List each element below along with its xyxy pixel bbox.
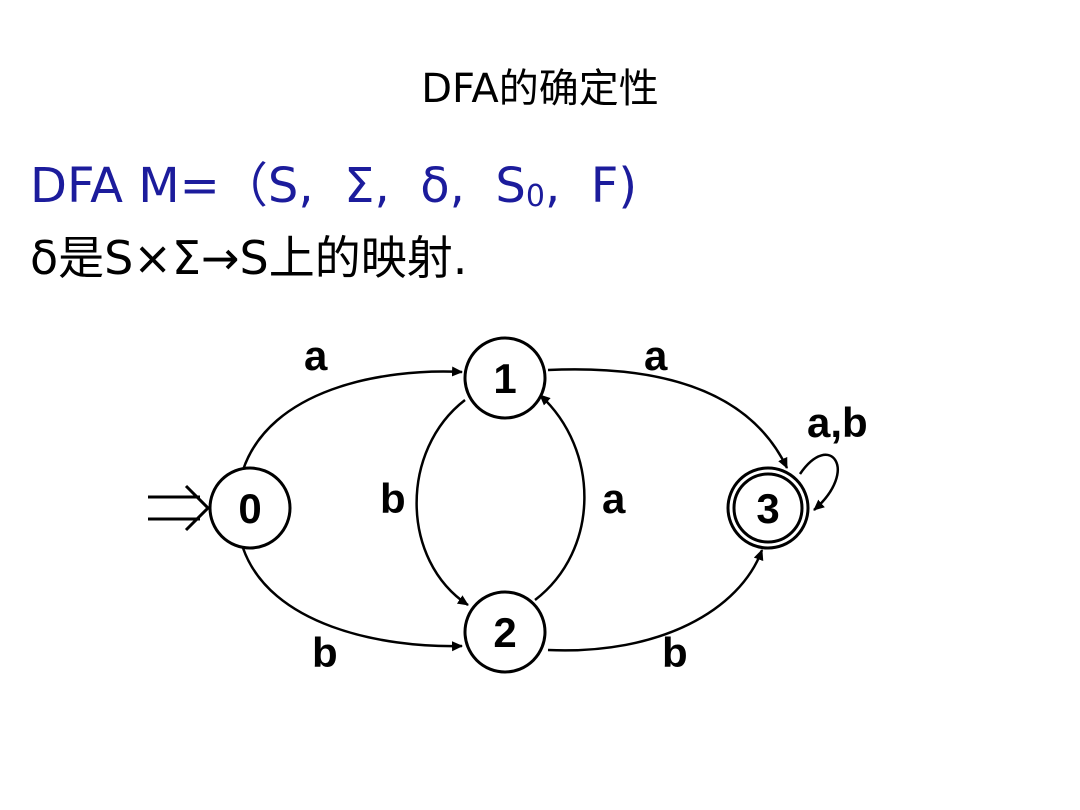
edge-label: a,b	[807, 399, 868, 446]
edge-2-3	[547, 549, 764, 652]
edge-3-3	[798, 453, 839, 511]
state-2: 2	[463, 590, 547, 674]
state-label: 0	[238, 485, 261, 532]
dfa-definition: DFA M=（S, Σ, δ, S0, F)	[30, 146, 637, 216]
edge-1-2	[415, 399, 469, 607]
state-label: 1	[493, 355, 516, 402]
edge-label: b	[662, 629, 688, 676]
edge-0-1	[241, 366, 463, 471]
edge-label: a	[304, 332, 328, 379]
edge-0-2	[241, 547, 463, 652]
state-label: 3	[756, 485, 779, 532]
edge-label: b	[312, 629, 338, 676]
edge-label: a	[644, 332, 668, 379]
slide-title: DFA的确定性	[421, 66, 659, 112]
edge-2-1	[534, 394, 586, 601]
edge-label: a	[602, 475, 626, 522]
mapping-statement: δ是S×Σ→S上的映射.	[30, 231, 468, 285]
state-label: 2	[493, 609, 516, 656]
definition-subscript: 0	[525, 179, 545, 214]
state-0: 0	[208, 466, 292, 550]
state-3-accept: 3	[726, 466, 810, 550]
definition-text: DFA M=（S, Σ, δ, S	[30, 158, 526, 214]
definition-text-end: , F)	[544, 158, 638, 214]
state-1: 1	[463, 336, 547, 420]
edge-1-3	[547, 368, 789, 469]
edge-label: b	[380, 475, 406, 522]
start-arrow	[148, 484, 211, 532]
